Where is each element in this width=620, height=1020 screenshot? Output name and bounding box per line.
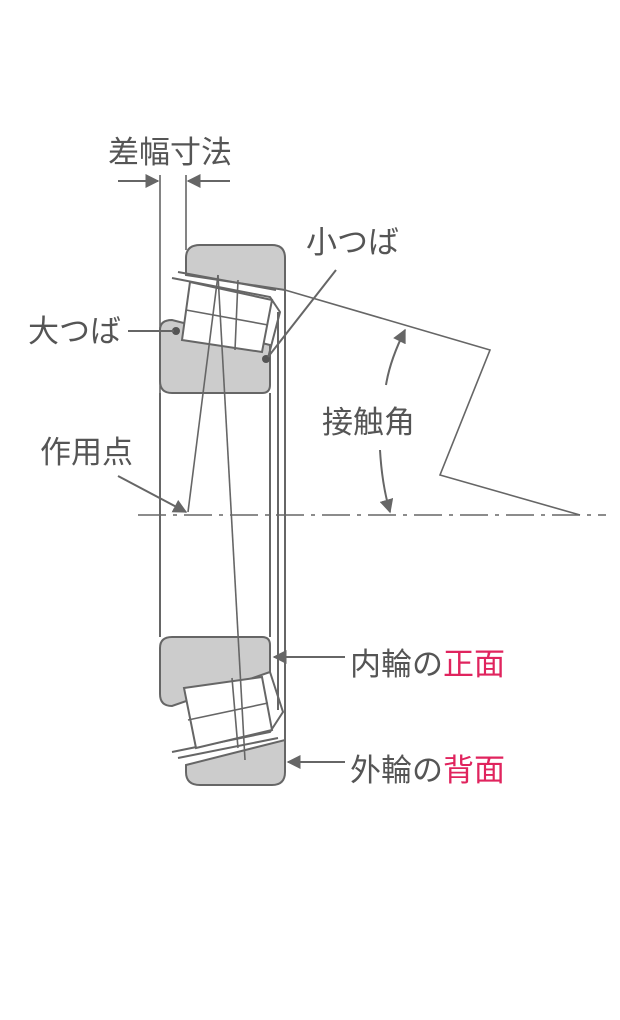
action-point-leader	[117, 475, 188, 513]
contact-angle-label: 接触角	[322, 405, 415, 441]
inner-front-label: 内輪の正面	[350, 647, 505, 683]
cage-bottom-outer	[177, 737, 279, 759]
small-rib-label: 小つば	[306, 225, 399, 261]
roller-top-axis	[185, 309, 269, 326]
roller-bottom	[182, 675, 274, 750]
inner-front-prefix: 内輪の	[350, 647, 443, 683]
angle-arrow-down	[379, 449, 394, 514]
roller-bottom-axis	[187, 702, 269, 721]
pressure-line-a	[217, 274, 246, 761]
large-rib-dot	[172, 327, 180, 335]
action-point-label: 作用点	[40, 435, 133, 471]
outer-ring-bottom	[185, 738, 286, 786]
angle-arrow-up	[385, 328, 406, 386]
contact-angle-line	[284, 289, 581, 516]
inner-front-accent: 正面	[443, 647, 505, 683]
outer-back-prefix: 外輪の	[350, 753, 443, 789]
pressure-line-b	[187, 274, 219, 513]
roller-top-cross	[234, 279, 239, 351]
width-diff-label: 差幅寸法	[108, 135, 232, 171]
large-rib-label: 大つば	[28, 314, 121, 350]
cage-top	[171, 277, 282, 359]
roller-bottom-cross	[231, 677, 239, 749]
outer-back-accent: 背面	[443, 753, 505, 789]
outer-back-label: 外輪の背面	[350, 753, 505, 789]
cage-top-outer	[177, 271, 277, 291]
small-rib-leader	[267, 269, 337, 358]
